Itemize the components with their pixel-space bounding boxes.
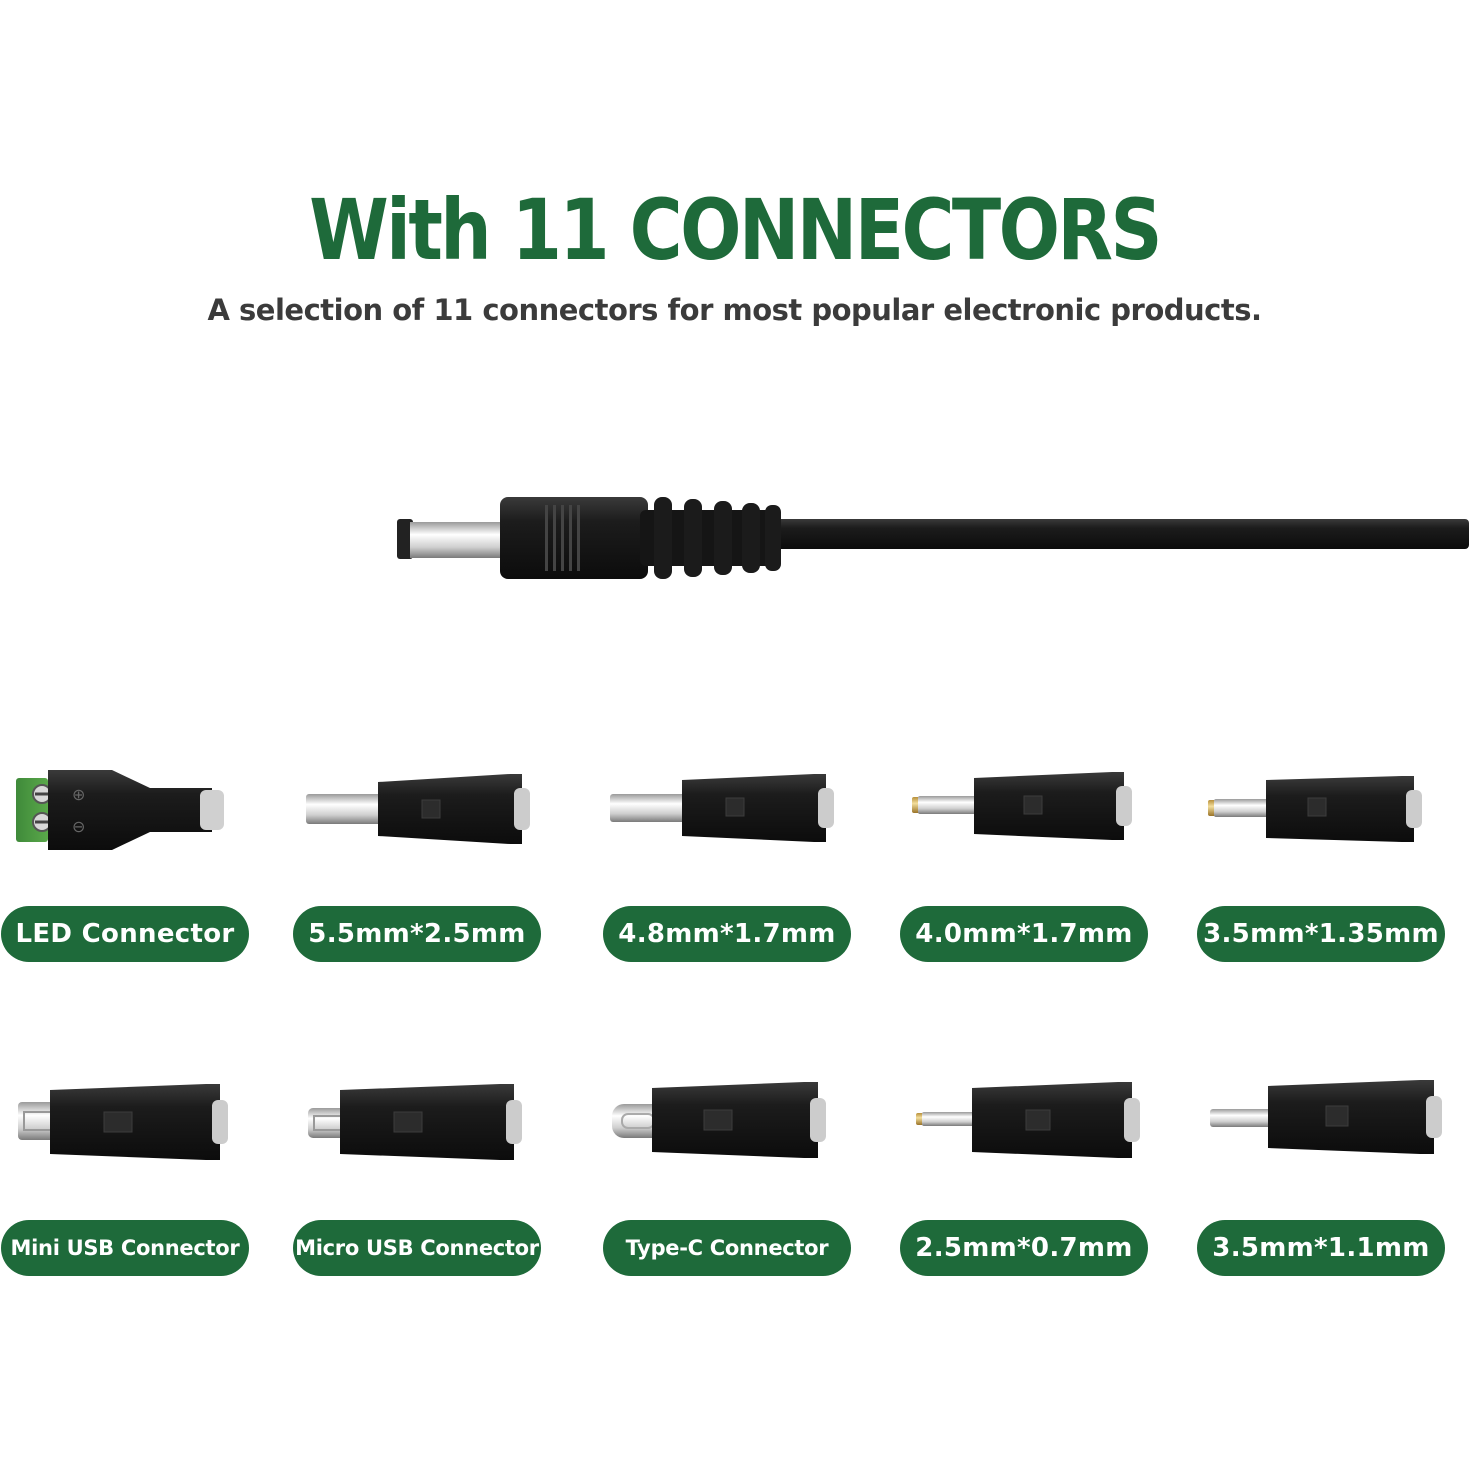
connector-3-5x1-1	[1206, 1072, 1466, 1172]
barrel-tip-connector-icon	[306, 774, 530, 844]
connector-2-5x0-7	[910, 1072, 1170, 1172]
connector-led: ⊕ ⊖	[0, 760, 260, 860]
svg-text:⊖: ⊖	[72, 817, 85, 836]
connector-label: LED Connector	[1, 906, 249, 962]
connector-label: 4.0mm*1.7mm	[900, 906, 1148, 962]
connector-4-0x1-7	[906, 760, 1166, 860]
connector-3-5x1-35	[1204, 760, 1464, 860]
barrel-tip-connector-icon	[916, 1082, 1140, 1158]
connector-5-5x2-5	[300, 760, 560, 860]
led-terminal-connector-icon: ⊕ ⊖	[16, 770, 224, 850]
barrel-tip-connector-icon	[1210, 1080, 1442, 1154]
connector-label: Mini USB Connector	[1, 1220, 249, 1276]
page-subtitle: A selection of 11 connectors for most po…	[207, 293, 1262, 327]
usb-c-connector-icon	[612, 1082, 826, 1158]
connector-label: 2.5mm*0.7mm	[900, 1220, 1148, 1276]
connector-label: Micro USB Connector	[293, 1220, 541, 1276]
connector-label: 4.8mm*1.7mm	[603, 906, 851, 962]
connector-label: 3.5mm*1.35mm	[1197, 906, 1445, 962]
connector-4-8x1-7	[604, 760, 864, 860]
connector-label: Type-C Connector	[603, 1220, 851, 1276]
svg-text:⊕: ⊕	[72, 785, 85, 804]
barrel-tip-connector-icon	[912, 772, 1132, 840]
barrel-tip-connector-icon	[610, 774, 834, 842]
connector-label: 3.5mm*1.1mm	[1197, 1220, 1445, 1276]
barrel-tip-connector-icon	[1208, 776, 1422, 842]
connector-micro-usb	[300, 1072, 560, 1172]
connector-type-c	[608, 1072, 868, 1172]
connector-mini-usb	[10, 1072, 270, 1172]
connector-label: 5.5mm*2.5mm	[293, 906, 541, 962]
micro-usb-connector-icon	[308, 1084, 522, 1160]
page-title: With 11 CONNECTORS	[309, 181, 1162, 279]
mini-usb-connector-icon	[18, 1084, 228, 1160]
dc-barrel-plug-cable-icon	[397, 497, 1469, 579]
